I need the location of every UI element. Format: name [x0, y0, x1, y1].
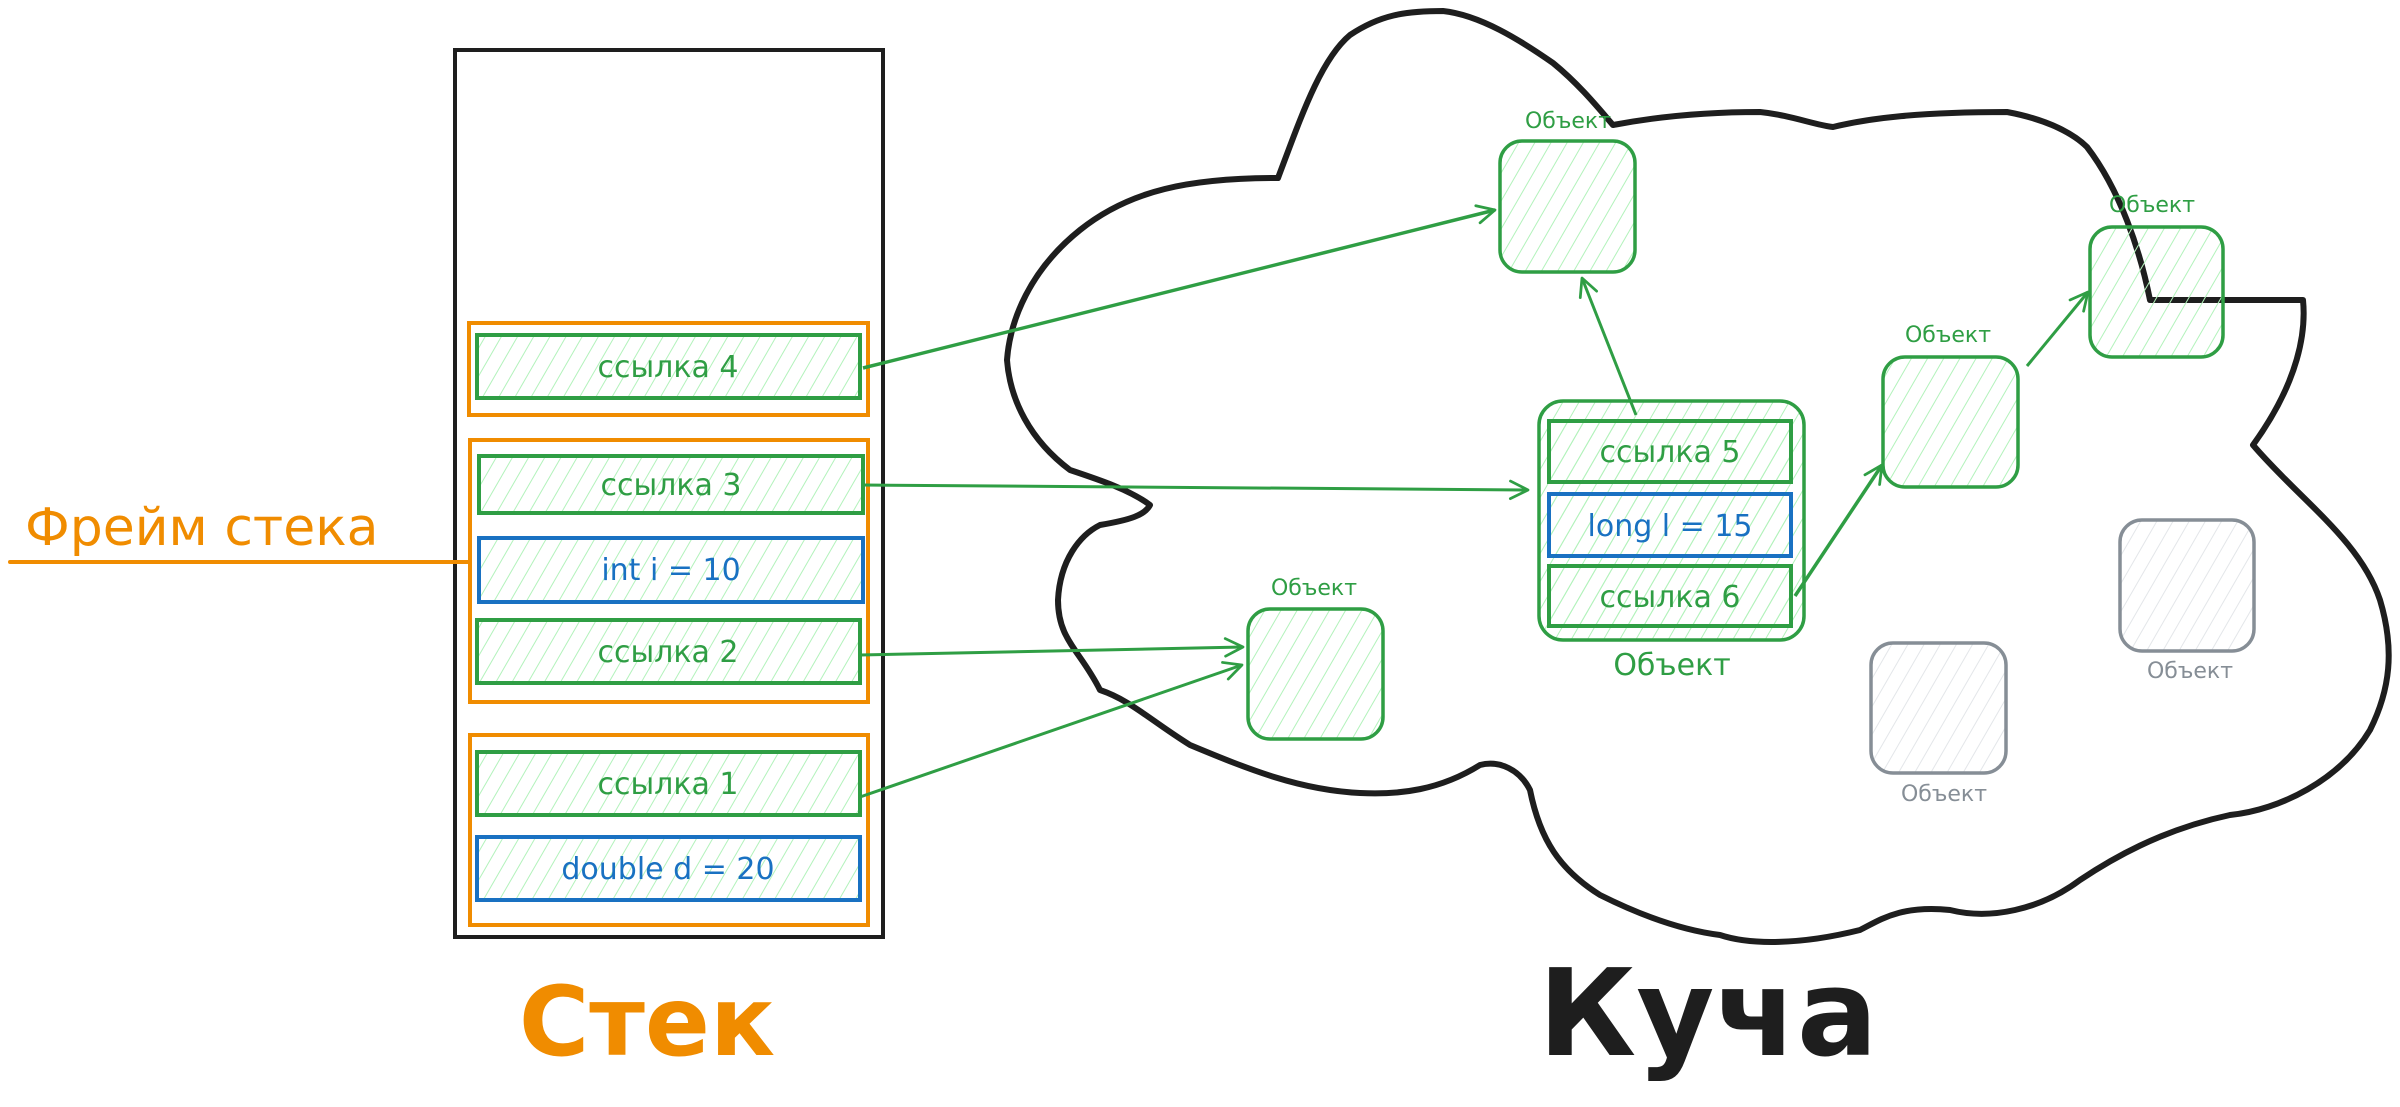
object-label: Объект	[1901, 782, 1987, 807]
stack-slot-ref3[interactable]: ссылка 3	[477, 454, 865, 515]
slot-label: double d = 20	[561, 852, 774, 887]
object-field-ref6[interactable]: ссылка 6	[1547, 564, 1793, 628]
arrow-ref4-to-object-a	[862, 204, 1497, 370]
stack-frame-border	[467, 321, 870, 417]
field-box	[1547, 419, 1793, 484]
slot-box	[477, 536, 865, 604]
object-label: Объект	[1613, 648, 1730, 683]
stack-container	[453, 48, 885, 939]
stack-frame-border	[468, 438, 870, 704]
slot-box	[475, 333, 862, 400]
object-label: Объект	[1271, 576, 1357, 601]
field-label: ссылка 6	[1600, 580, 1741, 615]
arrow-object-c-to-object-d	[2025, 290, 2090, 367]
heap-cloud-outline	[1004, 8, 2392, 945]
slot-label: int i = 10	[601, 553, 740, 588]
arrow-ref5-to-object-a	[1578, 276, 1638, 416]
field-label: long l = 15	[1588, 509, 1753, 544]
heap-object-d[interactable]: Объект	[2088, 193, 2225, 359]
field-box	[1547, 492, 1793, 558]
stack-slot-ref4[interactable]: ссылка 4	[475, 333, 862, 400]
object-box	[1498, 139, 1637, 274]
object-label: Объект	[2147, 659, 2233, 684]
object-box	[1869, 641, 2008, 775]
stack-slot-ref1[interactable]: ссылка 1	[475, 750, 862, 817]
object-box	[2118, 518, 2256, 653]
heap-object-e[interactable]: Объект	[1246, 576, 1385, 741]
slot-box	[475, 750, 862, 817]
stack-slot-int-i[interactable]: int i = 10	[477, 536, 865, 604]
slot-label: ссылка 3	[601, 468, 742, 503]
stack-frame[interactable]: ссылка 4	[467, 321, 870, 417]
heap-object-unreachable-2[interactable]: Объект	[1869, 641, 2008, 807]
heap-object-unreachable-1[interactable]: Объект	[2118, 518, 2256, 684]
slot-label: ссылка 1	[598, 767, 739, 802]
object-label: Объект	[1905, 323, 1991, 348]
heap-object-a[interactable]: Объект	[1498, 109, 1637, 274]
object-field-ref5[interactable]: ссылка 5	[1547, 419, 1793, 484]
slot-box	[477, 454, 865, 515]
stack-frame-border	[468, 733, 870, 927]
stack-frame[interactable]: ссылка 1 double d = 20	[468, 733, 870, 927]
object-box	[1246, 607, 1385, 741]
slot-box	[475, 618, 862, 685]
heap-title: Куча	[1538, 945, 1878, 1084]
stack-title: Стек	[519, 966, 775, 1078]
stack-slot-ref2[interactable]: ссылка 2	[475, 618, 862, 685]
object-field-long-l[interactable]: long l = 15	[1547, 492, 1793, 558]
stack-slot-double-d[interactable]: double d = 20	[475, 835, 862, 902]
object-label: Объект	[2109, 193, 2195, 218]
object-box	[1881, 355, 2020, 489]
arrow-ref6-to-object-c	[1793, 463, 1884, 597]
slot-label: ссылка 4	[598, 350, 739, 385]
field-label: ссылка 5	[1600, 435, 1741, 470]
stack-frame[interactable]: ссылка 3 int i = 10 ссылка 2	[468, 438, 870, 704]
object-box	[2088, 225, 2225, 359]
field-box	[1547, 564, 1793, 628]
arrow-ref3-to-object-b	[862, 479, 1530, 501]
slot-label: ссылка 2	[598, 635, 739, 670]
arrow-ref1-to-object-e	[859, 661, 1244, 799]
heap-object-b[interactable]: ссылка 5 long l = 15 ссылка 6 Объект	[1537, 399, 1806, 683]
frame-label: Фрейм стека	[25, 498, 378, 558]
arrow-ref2-to-object-e	[859, 637, 1245, 658]
heap-object-c[interactable]: Объект	[1881, 323, 2020, 489]
slot-box	[475, 835, 862, 902]
object-label: Объект	[1525, 109, 1611, 134]
